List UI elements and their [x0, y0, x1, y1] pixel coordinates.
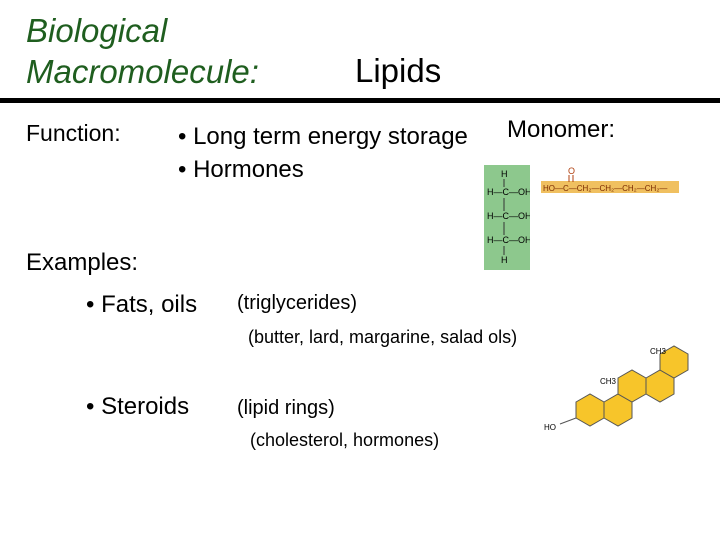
fatty-acid-carbonyl-o: O — [568, 166, 575, 176]
steroid-ring-structure: CH3 CH3 HO — [544, 345, 689, 432]
steroids-type: (lipid rings) — [237, 397, 335, 419]
fatty-acid-chain: HO—C—CH₂—CH₂—CH₂—CH₂— — [543, 184, 667, 193]
fats-list: (butter, lard, margarine, salad ols) — [248, 327, 518, 347]
steroid-ch3-top: CH3 — [650, 347, 667, 356]
topic-title: Lipids — [355, 52, 442, 89]
slide-title: Biological Macromolecule: — [26, 10, 346, 93]
steroids-list: (cholesterol, hormones) — [250, 430, 440, 450]
fatty-acid-background — [541, 181, 679, 193]
glycerol-bottom-h: H — [501, 255, 508, 265]
title-line-1: Biological — [26, 12, 168, 49]
fats-bullet: • Fats, oils — [86, 291, 198, 318]
hydroxyl-bond — [559, 417, 577, 425]
title-line-2: Macromolecule: — [26, 53, 259, 91]
glycerol-row-1: H—C—OH — [487, 187, 530, 197]
steroids-bullet: • Steroids — [86, 393, 190, 420]
fats-type: (triglycerides) — [237, 292, 358, 314]
steroid-ch3-mid: CH3 — [600, 377, 617, 386]
function-item-hormones: • Hormones — [178, 156, 304, 183]
examples-label: Examples: — [26, 249, 139, 276]
steroid-ring-a — [575, 393, 605, 427]
function-item-energy: • Long term energy storage — [178, 123, 468, 150]
glycerol-row-2: H—C—OH — [487, 211, 530, 221]
steroid-ring-e — [659, 345, 689, 379]
function-label: Function: — [26, 120, 121, 146]
function-list: • Long term energy storage • Hormones — [178, 120, 478, 186]
title-divider — [0, 98, 720, 103]
glycerol-row-3: H—C—OH — [487, 235, 530, 245]
glycerol-structure: H H—C—OH H—C—OH H—C—OH H — [484, 165, 530, 270]
steroid-ho: HO — [544, 423, 556, 432]
fatty-acid-structure: O HO—C—CH₂—CH₂—CH₂—CH₂— — [541, 166, 679, 193]
glycerol-background — [484, 165, 530, 270]
monomer-label: Monomer: — [507, 116, 616, 143]
glycerol-top-h: H — [501, 169, 508, 179]
